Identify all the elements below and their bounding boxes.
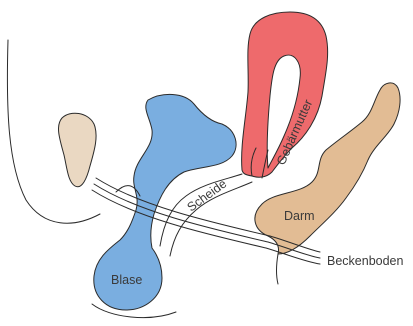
pelvic-floor-continuation [277,254,279,284]
label-blase: Blase [111,273,142,287]
label-beckenboden: Beckenboden [327,254,404,268]
small-beige-organ [58,113,96,187]
label-scheide: Scheide [185,177,230,215]
label-darm: Darm [284,209,315,223]
vagina-outline-upper [160,174,242,246]
